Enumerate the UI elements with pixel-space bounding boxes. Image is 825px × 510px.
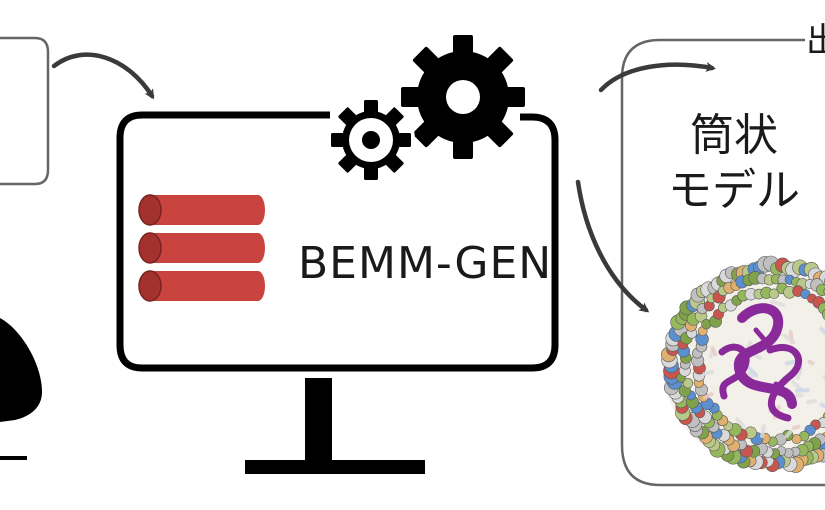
input-shape: [0, 318, 42, 460]
monitor-icon: [116, 111, 559, 474]
model-label-line1: 筒状: [690, 110, 778, 161]
lipid-tail: [819, 402, 825, 411]
monitor-base: [245, 460, 425, 474]
cylinder-stack-icon: [138, 194, 265, 302]
output-panel-title: 出: [806, 21, 825, 61]
protein-ribbon: [718, 303, 803, 422]
arrow-input-to-software: [51, 52, 155, 100]
lipid-tail: [782, 333, 796, 345]
lipid-tail: [760, 424, 766, 439]
lipid-tail: [794, 388, 810, 393]
lipid-tail: [791, 380, 803, 392]
lipid-bead: [816, 283, 825, 296]
lipid-tail: [702, 369, 715, 376]
lipid-bead: [768, 288, 780, 299]
lipid-tail: [822, 374, 825, 382]
cylindrical-model-render: [661, 255, 825, 473]
lipid-tail: [753, 353, 762, 360]
cylinder-bottom: [138, 270, 265, 302]
monitor-neck: [305, 378, 332, 460]
cylinder-middle: [138, 232, 265, 264]
lipid-tail: [806, 399, 818, 405]
cylinder-top: [138, 194, 265, 226]
lipid-tail: [746, 365, 759, 378]
lipid-tail: [710, 346, 718, 357]
software-name: BEMM-GEN: [298, 238, 552, 289]
lipid-bead-ring: [661, 255, 825, 473]
lipid-tail: [795, 393, 804, 398]
lipid-tail: [792, 424, 801, 431]
lipid-tail: [807, 359, 815, 366]
lipid-tail: [735, 417, 746, 429]
lipid-tail: [795, 366, 803, 380]
gear-large-icon: [401, 35, 525, 159]
input-box: [0, 36, 50, 186]
lipid-tail: [769, 299, 786, 307]
model-label-line2: モデル: [668, 165, 800, 216]
arrow-software-to-model: [575, 179, 650, 313]
lipid-bead: [682, 378, 694, 389]
lipid-tail: [784, 359, 796, 366]
input-base-line: [0, 456, 27, 460]
lipid-tail: [702, 392, 714, 400]
arrow-into-output: [598, 62, 716, 93]
output-panel: 出: [620, 21, 825, 487]
lipid-bead: [822, 308, 825, 320]
lipid-tail: [784, 429, 793, 439]
gear-small-icon: [327, 96, 415, 184]
